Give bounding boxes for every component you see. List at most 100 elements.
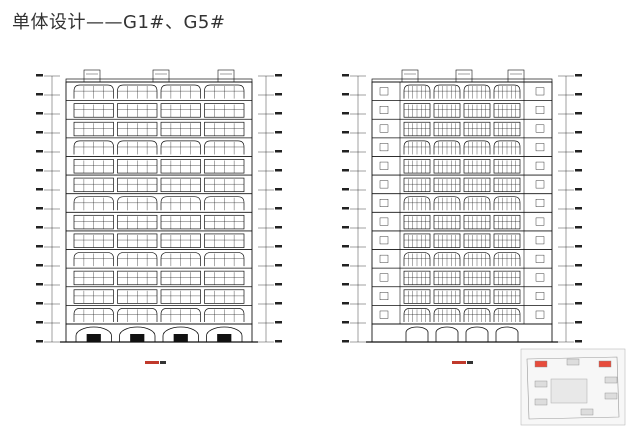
arched-window	[73, 252, 114, 267]
arched-window	[160, 84, 201, 99]
level-label-block	[342, 321, 349, 324]
arched-window	[73, 84, 114, 99]
level-label-block	[275, 93, 282, 96]
side-window	[379, 273, 389, 282]
arched-window	[117, 196, 158, 211]
window	[463, 103, 491, 118]
arched-window	[403, 140, 431, 155]
arched-window	[204, 252, 245, 267]
level-label-block	[275, 283, 282, 286]
side-window	[535, 292, 545, 301]
level-label-block	[575, 169, 582, 172]
side-window	[535, 217, 545, 226]
arched-window	[493, 196, 521, 211]
site-building	[604, 392, 618, 400]
level-label-block	[342, 302, 349, 305]
side-window	[379, 236, 389, 245]
arched-window	[117, 252, 158, 267]
ground-arch	[495, 326, 519, 342]
highlighted-building	[534, 360, 548, 368]
site-building	[580, 408, 594, 416]
roof-structure	[83, 69, 101, 83]
level-label-block	[275, 150, 282, 153]
site-building	[604, 376, 618, 384]
roof-structure	[401, 69, 419, 83]
side-window	[535, 199, 545, 207]
level-label-block	[275, 302, 282, 305]
arched-window	[160, 140, 201, 155]
level-label-block	[342, 340, 349, 343]
level-label-block	[342, 131, 349, 134]
level-label-block	[575, 340, 582, 343]
side-window	[379, 161, 389, 170]
window	[433, 103, 461, 118]
side-window	[379, 143, 389, 152]
window	[73, 103, 114, 118]
site-building	[534, 380, 548, 388]
side-window	[535, 87, 545, 96]
caption-scale-mark	[467, 361, 473, 364]
arched-window	[117, 308, 158, 322]
arched-window	[204, 196, 245, 211]
highlighted-building	[598, 360, 612, 368]
arched-window	[204, 308, 245, 322]
ground-arch	[75, 326, 112, 342]
left-elevation	[36, 69, 282, 364]
window	[403, 103, 431, 118]
level-label-block	[36, 169, 43, 172]
ground-arch	[465, 326, 489, 342]
central-court	[550, 378, 588, 404]
level-label-block	[342, 169, 349, 172]
arched-window	[463, 252, 491, 267]
level-label-block	[575, 283, 582, 286]
level-label-block	[342, 283, 349, 286]
level-label-block	[575, 188, 582, 191]
level-label-block	[36, 93, 43, 96]
arched-window	[160, 308, 201, 322]
side-window	[535, 310, 545, 319]
level-label-block	[36, 131, 43, 134]
arched-window	[117, 84, 158, 99]
level-label-block	[575, 207, 582, 210]
site-plan-thumbnail	[520, 348, 626, 426]
caption-mark	[452, 361, 466, 364]
arched-window	[73, 308, 114, 322]
entrance-door	[217, 334, 232, 342]
level-label-block	[575, 245, 582, 248]
level-label-block	[275, 188, 282, 191]
caption-scale-mark	[160, 361, 166, 364]
side-window	[535, 254, 545, 263]
level-label-block	[575, 321, 582, 324]
roof-structure	[152, 69, 170, 83]
level-label-block	[275, 321, 282, 324]
ground-arch	[206, 326, 243, 342]
side-window	[379, 199, 389, 207]
level-label-block	[342, 93, 349, 96]
caption-mark	[145, 361, 159, 364]
arched-window	[433, 140, 461, 155]
arched-window	[433, 196, 461, 211]
base	[371, 323, 553, 343]
side-window	[535, 236, 545, 245]
level-label-block	[36, 340, 43, 343]
arched-window	[433, 308, 461, 322]
side-window	[379, 310, 389, 319]
right-elevation	[342, 69, 582, 364]
level-label-block	[275, 245, 282, 248]
roof-structure	[217, 69, 235, 83]
level-label-block	[575, 93, 582, 96]
level-label-block	[36, 283, 43, 286]
level-label-block	[575, 264, 582, 267]
side-window	[379, 180, 389, 189]
level-label-block	[575, 112, 582, 115]
level-label-block	[342, 112, 349, 115]
side-window	[535, 105, 545, 114]
arched-window	[204, 140, 245, 155]
level-label-block	[342, 207, 349, 210]
arched-window	[463, 140, 491, 155]
arched-window	[403, 84, 431, 99]
side-window	[535, 180, 545, 189]
building-outline	[371, 81, 553, 325]
roof-structure	[455, 69, 473, 83]
arched-window	[433, 84, 461, 99]
